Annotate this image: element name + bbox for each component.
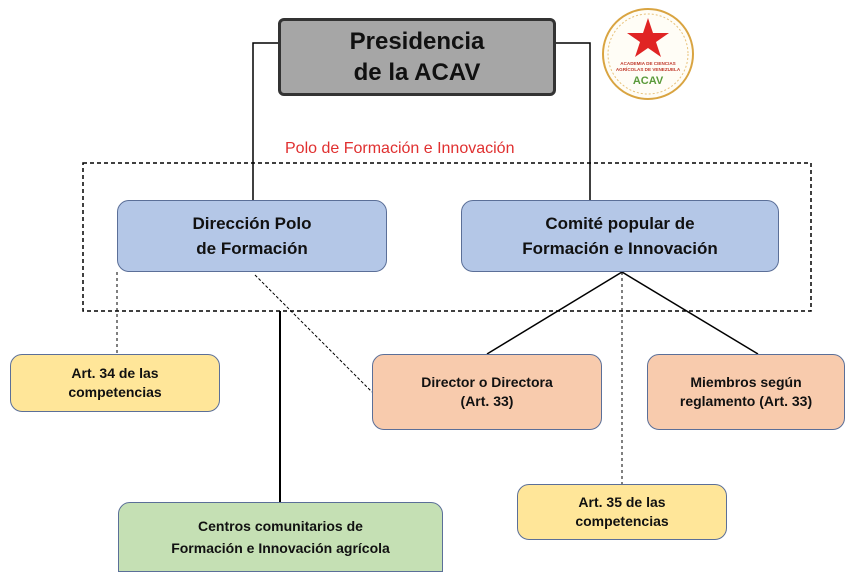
miembros-label: Miembros según reglamento (Art. 33) (679, 374, 813, 409)
direccion-polo-box: Dirección Polo de Formación (117, 200, 387, 272)
svg-text:AGRÍCOLAS DE VENEZUELA: AGRÍCOLAS DE VENEZUELA (616, 65, 681, 72)
link-presidency-direccion (252, 42, 278, 200)
star-icon (627, 18, 669, 57)
art35-box: Art. 35 de las competencias (517, 484, 727, 540)
miembros-box: Miembros según reglamento (Art. 33) (647, 354, 845, 430)
centros-box: Centros comunitarios de Formación e Inno… (118, 502, 443, 572)
acav-logo: ACADEMIA DE CIENCIAS AGRÍCOLAS DE VENEZU… (602, 8, 694, 100)
link-presidency-comite (556, 42, 591, 200)
centros-label: Centros comunitarios de Formación e Inno… (171, 518, 390, 556)
art34-label: Art. 34 de las competencias (68, 365, 162, 400)
art34-box: Art. 34 de las competencias (10, 354, 220, 412)
director-box: Director o Directora (Art. 33) (372, 354, 602, 430)
comite-popular-box: Comité popular de Formación e Innovación (461, 200, 779, 272)
direccion-polo-label: Dirección Polo de Formación (192, 214, 312, 258)
svg-text:ACAV: ACAV (633, 75, 664, 87)
director-label: Director o Directora (Art. 33) (421, 374, 553, 409)
svg-text:ACADEMIA DE CIENCIAS: ACADEMIA DE CIENCIAS (620, 61, 675, 66)
presidency-box: Presidencia de la ACAV (278, 18, 556, 96)
presidency-label: Presidencia de la ACAV (349, 28, 485, 86)
link-direccion-director (254, 274, 373, 393)
polo-group-frame (82, 162, 812, 312)
polo-group-title: Polo de Formación e Innovación (285, 140, 515, 157)
link-comite-miembros (621, 271, 759, 355)
comite-popular-label: Comité popular de Formación e Innovación (522, 214, 718, 258)
link-comite-director (486, 271, 623, 355)
art35-label: Art. 35 de las competencias (575, 494, 669, 529)
